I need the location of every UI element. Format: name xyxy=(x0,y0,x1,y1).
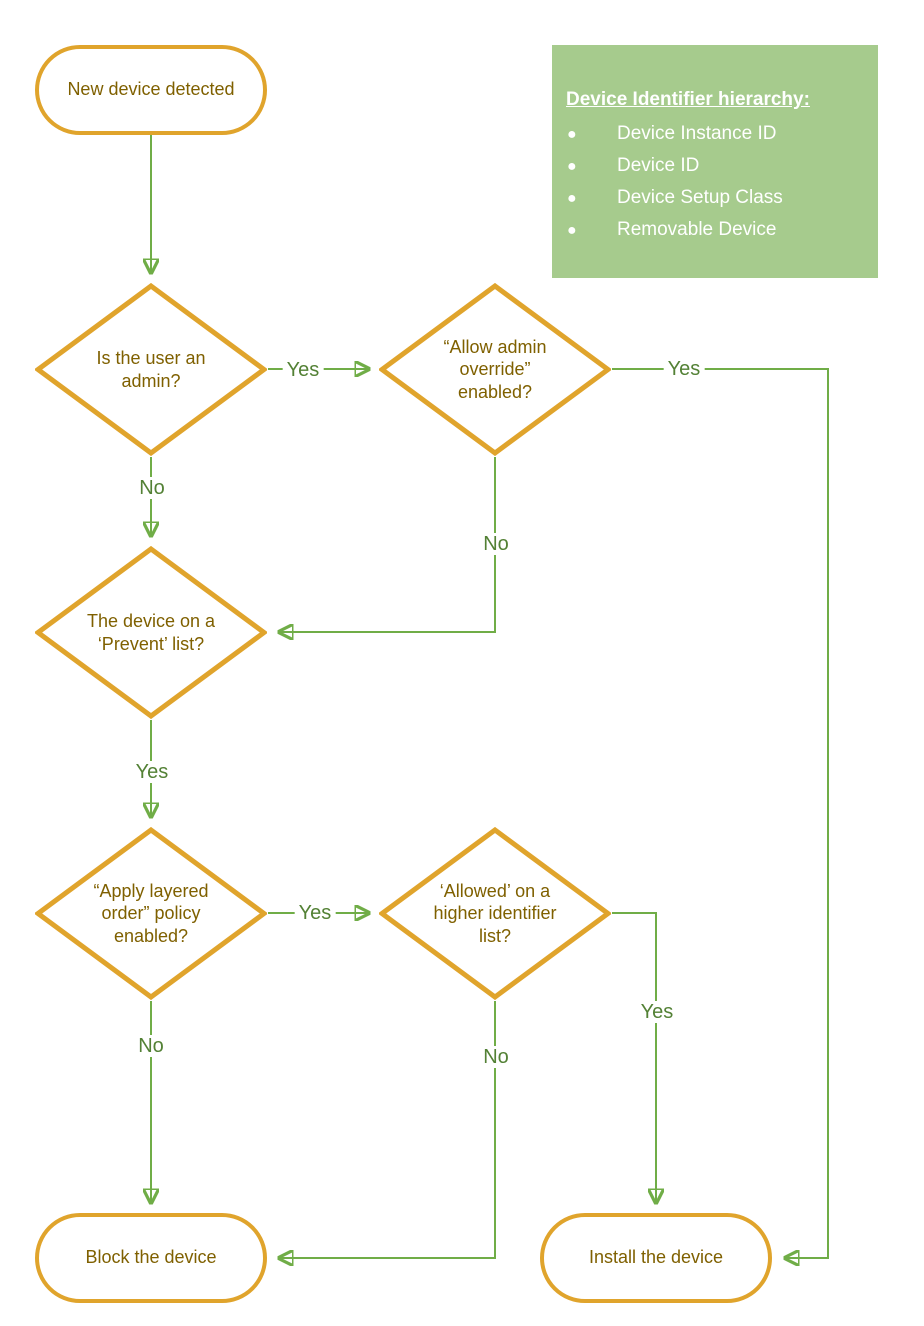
node-label: ‘Allowed’ on a higher identifier list? xyxy=(433,880,557,946)
node-label: Block the device xyxy=(85,1247,217,1268)
node-label: Install the device xyxy=(588,1247,724,1268)
edge-label-d5-no: No xyxy=(479,1046,513,1068)
node-label: New device detected xyxy=(67,79,235,100)
bullet-icon: ● xyxy=(567,189,577,207)
legend-item: ● Device ID xyxy=(564,150,866,182)
edge-label-d5-yes: Yes xyxy=(636,1001,678,1023)
legend-item: ● Removable Device xyxy=(564,214,866,246)
edge-label-d1-yes: Yes xyxy=(282,359,324,381)
node-block-the-device: Block the device xyxy=(35,1213,267,1303)
connector-d5-yes-to-install xyxy=(612,912,656,1202)
legend-item-label: Removable Device xyxy=(617,218,777,240)
connector-d2-yes-to-install xyxy=(612,368,829,1258)
bullet-icon: ● xyxy=(567,125,577,143)
node-allow-admin-override: “Allow admin override” enabled? xyxy=(379,283,611,456)
edge-label-d3-yes: Yes xyxy=(131,761,173,783)
diamond-outline xyxy=(379,283,611,456)
node-allowed-on-higher-identifier: ‘Allowed’ on a higher identifier list? xyxy=(379,827,611,1000)
bullet-icon: ● xyxy=(567,157,577,175)
connector-d5-no-to-block xyxy=(280,1001,496,1258)
device-identifier-hierarchy-legend: Device Identifier hierarchy: ● Device In… xyxy=(552,45,878,278)
edge-label-d2-yes: Yes xyxy=(663,358,705,380)
node-label: “Allow admin override” enabled? xyxy=(443,336,547,402)
node-new-device-detected: New device detected xyxy=(35,45,267,135)
node-label: “Apply layered order” policy enabled? xyxy=(93,880,209,946)
node-is-user-admin: Is the user an admin? xyxy=(35,283,267,456)
legend-list: ● Device Instance ID ● Device ID ● Devic… xyxy=(564,118,866,246)
node-device-on-prevent-list: The device on a ‘Prevent’ list? xyxy=(35,546,267,719)
node-label: The device on a ‘Prevent’ list? xyxy=(86,611,216,654)
edge-label-d2-no: No xyxy=(479,533,513,555)
node-label: Is the user an admin? xyxy=(96,348,206,391)
diamond-outline xyxy=(35,283,267,456)
connector-d2-no-to-d3 xyxy=(280,457,496,632)
legend-item: ● Device Setup Class xyxy=(564,182,866,214)
edge-label-d1-no: No xyxy=(135,477,169,499)
edge-label-d4-yes: Yes xyxy=(294,902,336,924)
legend-item-label: Device Setup Class xyxy=(617,186,783,208)
legend-item-label: Device ID xyxy=(617,154,700,176)
node-install-the-device: Install the device xyxy=(540,1213,772,1303)
diamond-outline xyxy=(35,827,267,1000)
legend-item-label: Device Instance ID xyxy=(617,122,777,144)
diamond-outline xyxy=(379,827,611,1000)
bullet-icon: ● xyxy=(567,221,577,239)
diamond-outline xyxy=(35,546,267,719)
legend-item: ● Device Instance ID xyxy=(564,118,866,150)
edge-label-d4-no: No xyxy=(134,1035,168,1057)
legend-title: Device Identifier hierarchy: xyxy=(566,89,810,110)
node-apply-layered-order-policy: “Apply layered order” policy enabled? xyxy=(35,827,267,1000)
